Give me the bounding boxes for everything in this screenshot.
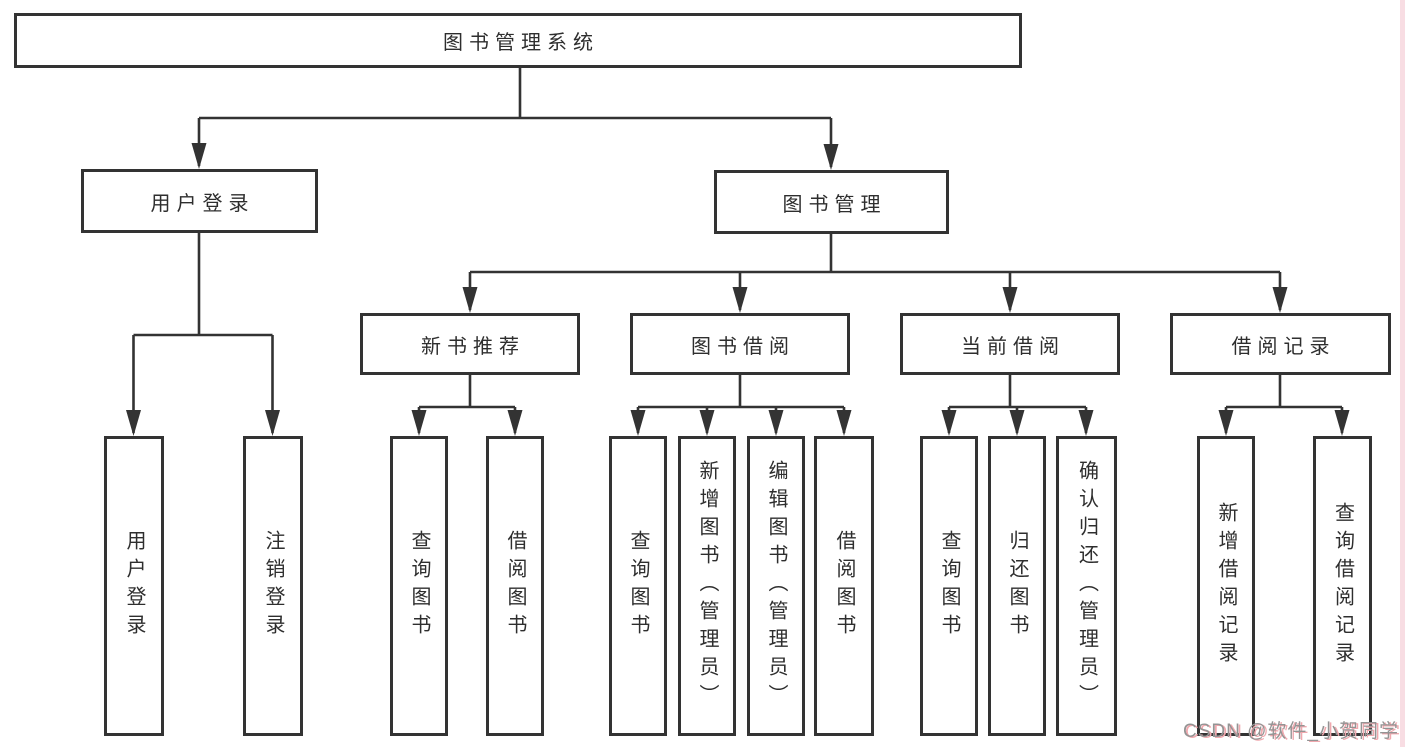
leaf-logout-label: 注销登录 <box>262 530 284 642</box>
node-book-management: 图书管理 <box>714 170 949 234</box>
node-borrow-records: 借阅记录 <box>1170 313 1391 375</box>
leaf-current-query-books: 查询图书 <box>920 436 978 736</box>
leaf-newbook-borrow-books-label: 借阅图书 <box>504 530 526 642</box>
leaf-records-add-record-label: 新增借阅记录 <box>1215 502 1237 670</box>
node-book-borrow: 图书借阅 <box>630 313 850 375</box>
node-user-login: 用户登录 <box>81 169 318 233</box>
leaf-newbook-borrow-books: 借阅图书 <box>486 436 544 736</box>
leaf-current-return-books-label: 归还图书 <box>1006 530 1028 642</box>
leaf-current-confirm-return-admin-label: 确认归还（管理员） <box>1075 460 1098 712</box>
leaf-borrow-add-books-admin: 新增图书（管理员） <box>678 436 736 736</box>
page-edge-tint <box>1400 0 1405 747</box>
leaf-current-return-books: 归还图书 <box>988 436 1046 736</box>
leaf-current-query-books-label: 查询图书 <box>938 530 960 642</box>
leaf-user-login: 用户登录 <box>104 436 164 736</box>
leaf-newbook-query-books: 查询图书 <box>390 436 448 736</box>
node-root: 图书管理系统 <box>14 13 1022 68</box>
leaf-borrow-query-books-label: 查询图书 <box>627 530 649 642</box>
leaf-borrow-edit-books-admin: 编辑图书（管理员） <box>747 436 805 736</box>
node-current-borrow: 当前借阅 <box>900 313 1120 375</box>
csdn-watermark: CSDN @软件_小贺同学 <box>1183 721 1399 742</box>
leaf-borrow-add-books-admin-label: 新增图书（管理员） <box>696 460 718 712</box>
leaf-current-confirm-return-admin: 确认归还（管理员） <box>1056 436 1117 736</box>
leaf-borrow-edit-books-admin-label: 编辑图书（管理员） <box>765 460 787 712</box>
leaf-records-query-record: 查询借阅记录 <box>1313 436 1372 736</box>
leaf-borrow-query-books: 查询图书 <box>609 436 667 736</box>
arrow-down-icons <box>126 143 1350 436</box>
leaf-records-query-record-label: 查询借阅记录 <box>1331 502 1354 670</box>
leaf-newbook-query-books-label: 查询图书 <box>408 530 430 642</box>
leaf-records-add-record: 新增借阅记录 <box>1197 436 1255 736</box>
leaf-borrow-borrow-books: 借阅图书 <box>814 436 874 736</box>
leaf-user-login-label: 用户登录 <box>123 530 145 642</box>
leaf-logout: 注销登录 <box>243 436 303 736</box>
node-new-book-recommend: 新书推荐 <box>360 313 580 375</box>
leaf-borrow-borrow-books-label: 借阅图书 <box>833 530 855 642</box>
